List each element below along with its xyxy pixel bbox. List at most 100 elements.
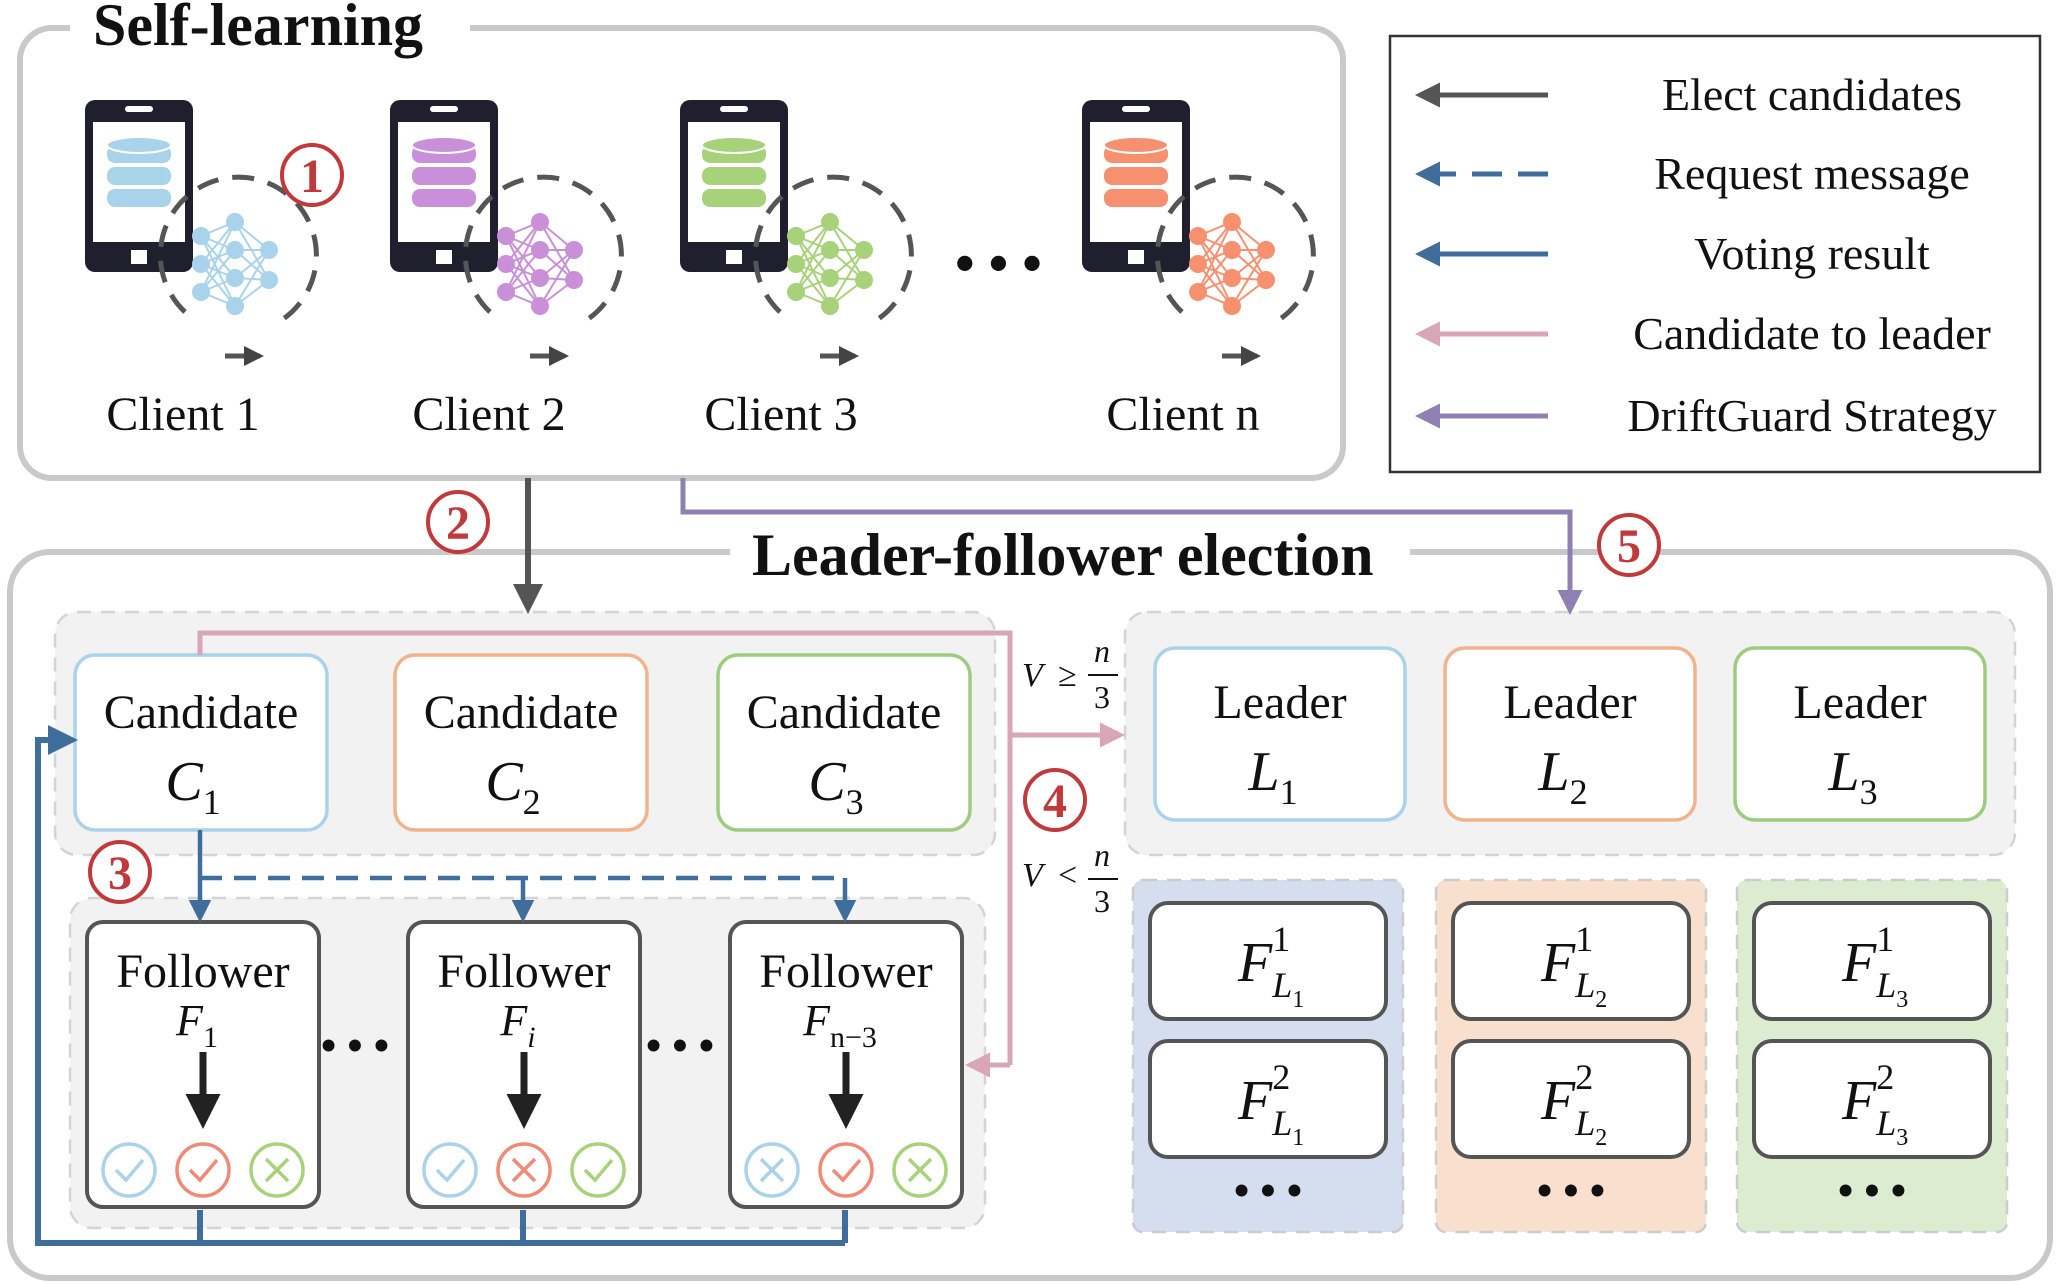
database-icon (411, 136, 477, 207)
clients-ellipsis: • • • (955, 233, 1042, 295)
check-icon (818, 1142, 874, 1198)
check-icon (175, 1142, 231, 1198)
cross-icon (744, 1142, 800, 1198)
client-label: Client n (1106, 388, 1259, 441)
follower-ellipsis: • • • (321, 1021, 389, 1070)
follower-label: Follower (759, 945, 932, 998)
connectors (35, 478, 1583, 1246)
legend-item: Request message (1415, 148, 1970, 199)
step-number: 4 (1043, 775, 1067, 828)
leader-follower-ellipsis: • • • (1537, 1166, 1605, 1215)
leader-symbol: L3 (1827, 741, 1877, 812)
condition-lt-op: < (1058, 857, 1077, 894)
candidate-label: Candidate (104, 686, 299, 739)
legend-item: Voting result (1415, 228, 1930, 279)
client-label: Client 2 (412, 388, 565, 441)
legend-label: Candidate to leader (1633, 308, 1991, 359)
step-marker: 2 (426, 490, 490, 554)
leader-symbol: L2 (1537, 741, 1587, 812)
legend-item: DriftGuard Strategy (1415, 390, 1997, 441)
step-number: 5 (1617, 520, 1641, 573)
condition-lt-den: 3 (1094, 883, 1110, 919)
leader-label: Leader (1793, 676, 1926, 729)
step-marker: 3 (88, 840, 152, 904)
cross-icon (496, 1142, 552, 1198)
database-icon (701, 136, 767, 207)
condition-ge-op: ≥ (1058, 657, 1077, 694)
step-marker: 5 (1597, 513, 1661, 577)
follower-symbol: Fn−3 (802, 996, 877, 1054)
cross-icon (892, 1142, 948, 1198)
legend-label: Elect candidates (1662, 69, 1962, 120)
neural-network-icon (1189, 213, 1275, 315)
follower-label: Follower (437, 945, 610, 998)
neural-network-icon (787, 213, 873, 315)
legend-label: Request message (1654, 148, 1970, 199)
follower-label: Follower (116, 945, 289, 998)
check-icon (570, 1142, 626, 1198)
neural-network-icon (192, 213, 278, 315)
follower-symbol: Fi (499, 996, 535, 1054)
condition-lt-num: n (1094, 837, 1110, 873)
legend-item: Candidate to leader (1415, 308, 1991, 359)
client-label: Client 3 (704, 388, 857, 441)
leader-follower-ellipsis: • • • (1234, 1166, 1302, 1215)
cross-icon (249, 1142, 305, 1198)
condition-ge-den: 3 (1094, 679, 1110, 715)
candidate-label: Candidate (747, 686, 942, 739)
client: Client 3 (680, 100, 914, 441)
legend-label: Voting result (1694, 228, 1930, 279)
legend-item: Elect candidates (1415, 69, 1962, 120)
client: Client 2 (390, 100, 624, 441)
driftguard-arrow (680, 478, 1583, 615)
check-icon (422, 1142, 478, 1198)
leader-symbol: L1 (1247, 741, 1297, 812)
self-learning-title: Self-learning (93, 0, 423, 58)
condition-ge-num: n (1094, 633, 1110, 669)
neural-network-icon (497, 213, 583, 315)
leader-label: Leader (1503, 676, 1636, 729)
candidate-to-leader-path (197, 630, 1013, 1065)
training-loop (157, 174, 319, 327)
client: Client n (1082, 100, 1316, 441)
follower-symbol: F1 (175, 996, 218, 1054)
election-title: Leader-follower election (752, 522, 1373, 588)
voting-result-path (35, 740, 848, 1246)
database-icon (106, 136, 172, 207)
candidate-label: Candidate (424, 686, 619, 739)
training-loop (1154, 174, 1316, 327)
leader-follower-ellipsis: • • • (1838, 1166, 1906, 1215)
training-loop (752, 174, 914, 327)
database-icon (1103, 136, 1169, 207)
candidate-symbol: C1 (165, 751, 220, 822)
follower-ellipsis: • • • (646, 1021, 714, 1070)
step-number: 1 (300, 150, 324, 203)
